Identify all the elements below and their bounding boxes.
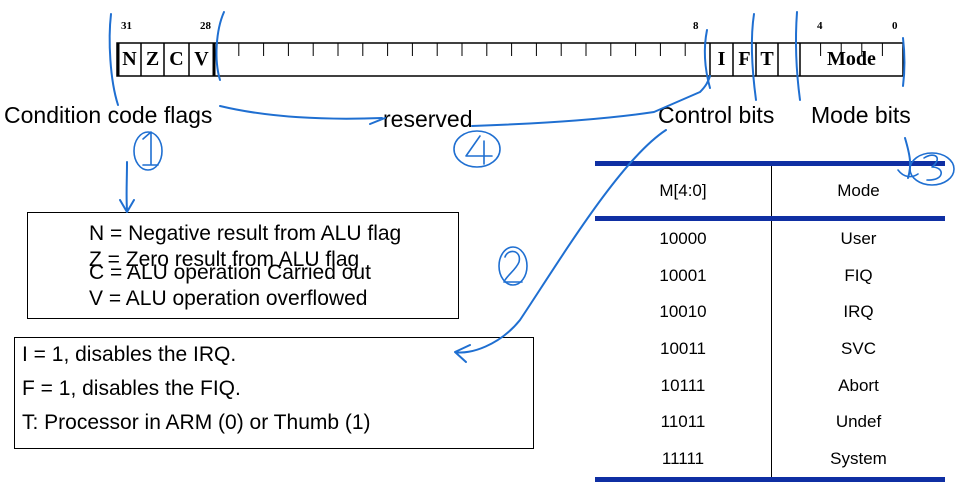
- mode-bits-cell: 10001: [595, 257, 772, 295]
- condition-code-flags-label: Condition code flags: [4, 102, 213, 128]
- control-bits-label: Control bits: [658, 102, 775, 128]
- mode-bits-cell: 10011: [595, 330, 772, 368]
- mode-name-cell: Undef: [835, 412, 882, 432]
- flag-desc-z: Z = Zero result from ALU flag: [89, 248, 360, 271]
- bit-number-4: 4: [817, 20, 823, 32]
- mode-name-cell: System: [771, 440, 945, 482]
- flag-z: Z: [145, 48, 160, 70]
- mode-bits-cell: 10000: [595, 218, 772, 258]
- flag-i: I: [717, 48, 726, 70]
- reserved-bracket-left: [215, 11, 225, 81]
- flag-desc-n: N = Negative result from ALU flag: [89, 222, 402, 245]
- flag-description-box: [27, 212, 459, 319]
- mode-table-header-mode: Mode: [771, 161, 945, 221]
- table-row: 11011 Undef: [595, 403, 945, 441]
- control-bits-box: [14, 337, 534, 449]
- mode-table-header-row: M[4:0] Mode: [595, 161, 945, 221]
- mode-name-cell: FIQ: [844, 265, 873, 285]
- bit-number-0: 0: [892, 20, 898, 32]
- bit-number-31: 31: [121, 20, 132, 32]
- flag-n: N: [122, 48, 137, 70]
- control-desc-t: T: Processor in ARM (0) or Thumb (1): [22, 411, 371, 434]
- table-row: 10111 Abort: [595, 367, 945, 404]
- mode-bits-cell: 11111: [595, 440, 772, 482]
- bit-number-28: 28: [200, 20, 211, 32]
- arrow-to-flag-box: [119, 161, 135, 213]
- control-desc-f: F = 1, disables the FIQ.: [22, 377, 241, 400]
- circle-2-icon: [498, 246, 528, 286]
- mode-bracket-right: [902, 37, 906, 87]
- circle-1-icon: [133, 131, 163, 171]
- flag-t: T: [760, 48, 774, 70]
- mode-bits-cell: 10010: [595, 294, 772, 331]
- bit-number-8: 8: [693, 20, 699, 32]
- mode-name-cell: IRQ: [843, 302, 874, 322]
- flag-desc-c: C = ALU operation Carried out: [89, 261, 371, 284]
- mode-name-cell: User: [840, 229, 877, 249]
- table-row: 10001 FIQ: [595, 257, 945, 295]
- flag-f: F: [738, 48, 751, 70]
- table-row: 10011 SVC: [595, 330, 945, 368]
- condition-bracket-mark: [108, 13, 119, 106]
- flag-desc-v: V = ALU operation overflowed: [89, 287, 368, 310]
- table-row: 10010 IRQ: [595, 294, 945, 331]
- reserved-label: reserved: [383, 106, 473, 132]
- flag-v: V: [194, 48, 209, 70]
- flag-c: C: [169, 48, 184, 70]
- control-desc-i: I = 1, disables the IRQ.: [22, 343, 237, 366]
- mode-field-label: Mode: [827, 48, 876, 70]
- mode-bits-label: Mode bits: [811, 102, 911, 128]
- mode-bits-cell: 10111: [595, 367, 772, 404]
- mode-bits-cell: 11011: [595, 403, 772, 441]
- mode-name-cell: SVC: [841, 339, 876, 359]
- mode-name-cell: Abort: [838, 375, 879, 395]
- table-row: 10000 User: [595, 218, 945, 258]
- mode-table-header-bits: M[4:0]: [595, 161, 772, 221]
- circle-4-icon: [453, 130, 501, 168]
